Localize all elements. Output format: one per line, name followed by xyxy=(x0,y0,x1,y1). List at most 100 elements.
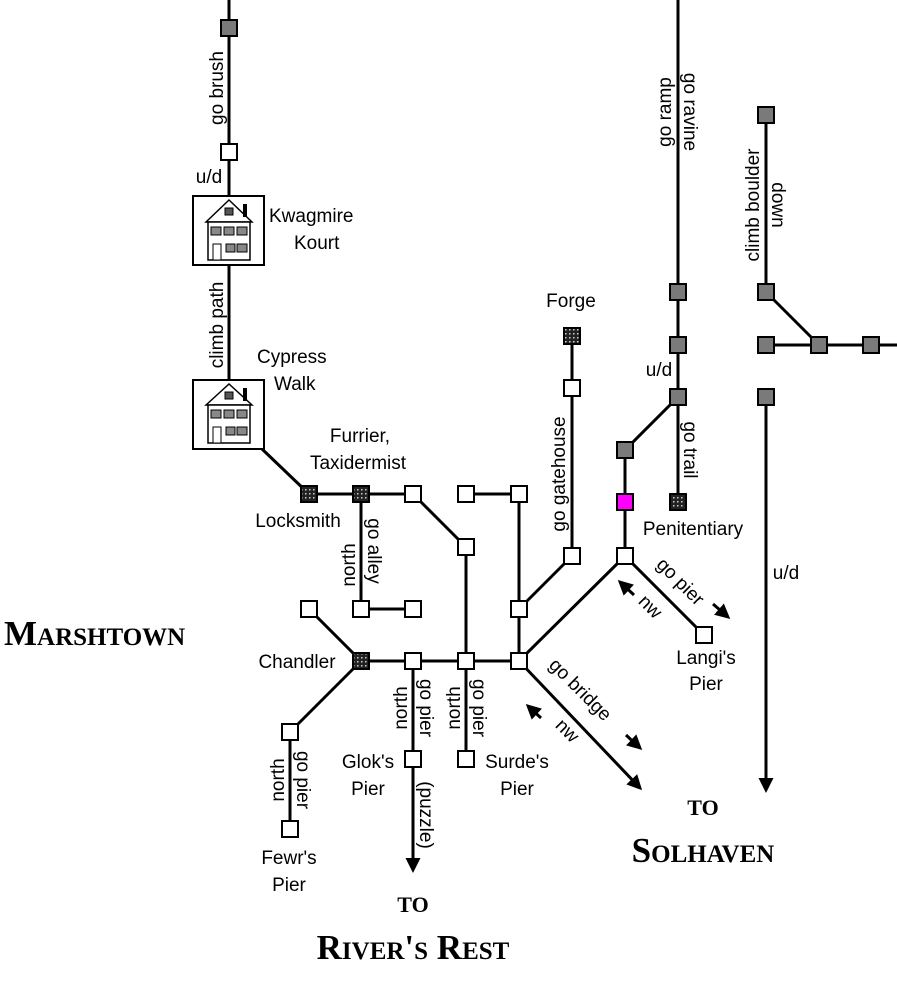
room-ud-long-gray[interactable] xyxy=(757,388,775,406)
room-locksmith[interactable] xyxy=(300,485,318,503)
label-langi-1: Langi's xyxy=(676,648,736,669)
label-north-fewr: north xyxy=(268,758,289,801)
room-547-466[interactable] xyxy=(457,538,475,556)
building-kwagmire-kourt[interactable] xyxy=(192,195,265,266)
room-chandler[interactable] xyxy=(352,652,370,670)
room-right-row-2[interactable] xyxy=(810,336,828,354)
room-main-466[interactable] xyxy=(457,652,475,670)
label-north-surde: north xyxy=(444,686,465,729)
region-title: Marshtown xyxy=(4,614,185,653)
label-penitentiary: Penitentiary xyxy=(643,519,744,540)
room-main-413[interactable] xyxy=(404,652,422,670)
label-ud-top: u/d xyxy=(196,167,222,188)
label-locksmith: Locksmith xyxy=(255,511,341,532)
room-gatehouse-top[interactable] xyxy=(563,379,581,397)
room-trail-end[interactable] xyxy=(669,493,687,511)
label-go-bridge: go bridge xyxy=(544,655,615,726)
room-pen-gate-gray[interactable] xyxy=(616,441,634,459)
label-puzzle: (puzzle) xyxy=(415,781,436,849)
label-north-alley: north xyxy=(339,543,360,586)
room-chandler-nw[interactable] xyxy=(300,600,318,618)
direction-arrows xyxy=(525,579,731,751)
room-alley-east[interactable] xyxy=(404,600,422,618)
label-go-alley: go alley xyxy=(363,518,384,584)
edge-to-penitentiary-jct xyxy=(517,554,627,663)
house-icon xyxy=(204,198,254,261)
label-nw-bridge: nw xyxy=(551,715,583,747)
room-boulder-gray[interactable] xyxy=(757,283,775,301)
label-langi-2: Pier xyxy=(689,674,723,695)
room-trail-jct-gray[interactable] xyxy=(669,388,687,406)
room-top-gray[interactable] xyxy=(220,19,238,37)
arrow-nw-bridge xyxy=(525,703,543,720)
label-go-pier-glok: go pier xyxy=(415,679,436,738)
room-494-466[interactable] xyxy=(457,485,475,503)
room-ramp-gray[interactable] xyxy=(669,283,687,301)
room-gatehouse-bottom[interactable] xyxy=(563,547,581,565)
label-ud-long: u/d xyxy=(773,563,799,584)
room-609-519[interactable] xyxy=(510,600,528,618)
room-boulder-top-gray[interactable] xyxy=(757,106,775,124)
rivers-rest-name: River's Rest xyxy=(317,928,510,967)
label-furrier-2: Taxidermist xyxy=(310,453,407,474)
solhaven-name: Solhaven xyxy=(632,831,775,870)
room-ud-gray[interactable] xyxy=(669,336,687,354)
room-494-519[interactable] xyxy=(510,485,528,503)
room-penitentiary[interactable] xyxy=(616,493,634,511)
arrow-se-bridge xyxy=(624,733,643,751)
building-cypress-walk[interactable] xyxy=(192,379,265,450)
arrow-nw-langi xyxy=(617,579,636,597)
label-fewr-1: Fewr's xyxy=(261,848,316,869)
edge-go-bridge xyxy=(517,659,643,791)
room-glok-pier[interactable] xyxy=(404,750,422,768)
label-surde-2: Pier xyxy=(500,779,534,800)
label-go-pier-surde: go pier xyxy=(468,679,489,738)
solhaven-to: to xyxy=(687,786,718,822)
room-langi-pier[interactable] xyxy=(695,626,713,644)
label-forge: Forge xyxy=(546,291,596,312)
titles: Marshtown to Solhaven to River's Rest xyxy=(4,614,774,967)
room-alley[interactable] xyxy=(352,600,370,618)
room-fewr-jct[interactable] xyxy=(281,723,299,741)
label-climb-path: climb path xyxy=(207,282,228,369)
label-cypress-1: Cypress xyxy=(257,347,327,368)
rooms xyxy=(220,19,880,838)
label-north-glok: north xyxy=(391,686,412,729)
label-down: down xyxy=(767,182,788,227)
label-go-ravine: go ravine xyxy=(679,73,700,151)
label-kwagmire-1: Kwagmire xyxy=(269,206,353,227)
label-go-ramp: go ramp xyxy=(655,77,676,147)
room-right-row-3[interactable] xyxy=(862,336,880,354)
label-surde-1: Surde's xyxy=(485,752,549,773)
label-cypress-2: Walk xyxy=(274,374,316,395)
label-chandler: Chandler xyxy=(258,652,336,673)
label-kwagmire-2: Kourt xyxy=(294,233,340,254)
place-labels: Kwagmire Kourt Cypress Walk Forge Furrie… xyxy=(255,206,743,896)
label-glok-1: Glok's xyxy=(342,752,394,773)
room-right-row-1[interactable] xyxy=(757,336,775,354)
arrow-se-langi xyxy=(712,602,731,619)
label-nw-langi: nw xyxy=(634,591,666,623)
edge-go-pier-langi xyxy=(623,554,706,637)
label-fewr-2: Pier xyxy=(272,875,306,896)
label-go-gatehouse: go gatehouse xyxy=(549,416,570,531)
room-pen-jct[interactable] xyxy=(616,547,634,565)
rivers-rest-to: to xyxy=(397,883,428,919)
label-furrier-1: Furrier, xyxy=(330,426,390,447)
label-climb-boulder: climb boulder xyxy=(743,148,764,262)
room-brush[interactable] xyxy=(220,143,238,161)
room-fewr-pier[interactable] xyxy=(281,820,299,838)
room-494-413[interactable] xyxy=(404,485,422,503)
label-ud-right: u/d xyxy=(646,360,672,381)
label-go-trail: go trail xyxy=(679,421,700,478)
label-glok-2: Pier xyxy=(351,779,385,800)
room-forge[interactable] xyxy=(563,327,581,345)
room-main-519[interactable] xyxy=(510,652,528,670)
room-surde-pier[interactable] xyxy=(457,750,475,768)
label-go-brush: go brush xyxy=(207,51,228,125)
edge-chandler-sw xyxy=(288,659,363,734)
room-furrier[interactable] xyxy=(352,485,370,503)
house-icon xyxy=(204,382,254,444)
label-go-pier-fewr: go pier xyxy=(292,751,313,810)
